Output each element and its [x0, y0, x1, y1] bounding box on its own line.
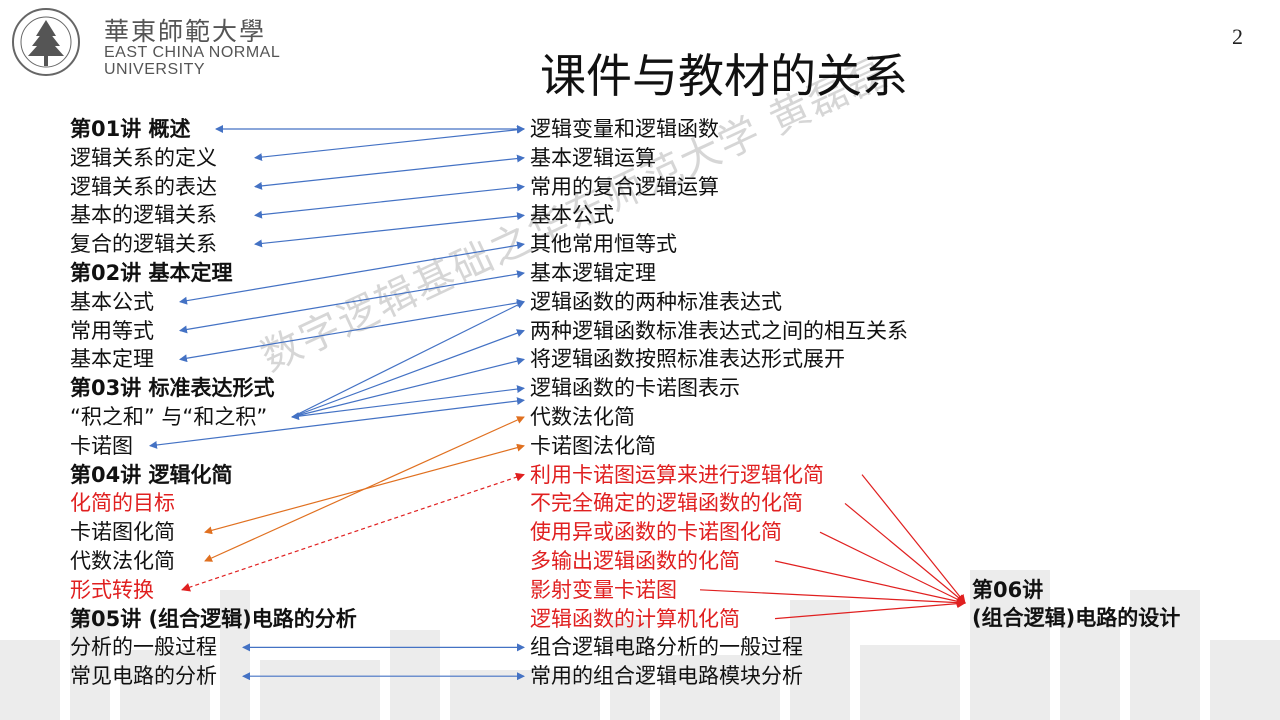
red-arrow — [819, 531, 966, 604]
textbook-section: 组合逻辑电路分析的一般过程 — [530, 635, 803, 660]
lecture-topic: 化简的目标 — [70, 491, 175, 516]
blue-arrow — [179, 299, 525, 363]
lecture-topic: 逻辑关系的表达 — [70, 174, 217, 199]
lecture-topic: 常见电路的分析 — [70, 664, 217, 689]
lecture-heading: 第01讲 概述 — [70, 117, 191, 141]
red-arrow — [774, 599, 966, 620]
blue-arrow — [291, 357, 525, 418]
textbook-section: 基本逻辑定理 — [530, 261, 656, 285]
textbook-section: 多输出逻辑函数的化简 — [530, 549, 740, 573]
university-seal-icon — [12, 8, 80, 76]
lecture-topic: 卡诺图 — [70, 433, 133, 458]
lecture-heading: 第04讲 逻辑化简 — [70, 462, 233, 487]
blue-arrow — [291, 385, 525, 421]
blue-arrow — [254, 212, 525, 248]
textbook-section: 逻辑变量和逻辑函数 — [530, 117, 719, 141]
lecture-topic: 基本的逻辑关系 — [70, 203, 217, 228]
blue-arrow — [254, 125, 525, 162]
red-arrow — [861, 474, 966, 604]
blue-arrow — [291, 301, 525, 418]
textbook-section: 将逻辑函数按照标准表达形式展开 — [530, 347, 845, 372]
lecture-topic: 基本定理 — [70, 347, 154, 372]
textbook-section: 使用异或函数的卡诺图化简 — [530, 520, 782, 545]
logo-chinese-name: 華東師範大學 — [104, 17, 267, 46]
textbook-section: 其他常用恒等式 — [530, 232, 677, 257]
textbook-section: 卡诺图法化简 — [530, 433, 656, 458]
textbook-section: 常用的复合逻辑运算 — [530, 174, 719, 199]
logo-english-name-line2: UNIVERSITY — [104, 61, 206, 78]
blue-arrow — [254, 154, 525, 190]
logo-english-name-line1: EAST CHINA NORMAL — [104, 44, 281, 61]
textbook-section: 常用的组合逻辑电路模块分析 — [530, 664, 803, 689]
lecture-topic: 逻辑关系的定义 — [70, 145, 217, 170]
slide-title: 课件与教材的关系 — [540, 49, 908, 103]
lecture06-title: (组合逻辑)电路的设计 — [972, 606, 1181, 630]
lecture-topic: 代数法化简 — [70, 549, 175, 573]
textbook-section: 逻辑函数的卡诺图表示 — [530, 376, 740, 401]
textbook-section: 两种逻辑函数标准表达式之间的相互关系 — [530, 318, 908, 343]
textbook-section: 影射变量卡诺图 — [530, 577, 677, 602]
lecture-heading: 第05讲 (组合逻辑)电路的分析 — [70, 606, 357, 631]
university-logo: 華東師範大學 EAST CHINA NORMAL UNIVERSITY — [8, 6, 308, 78]
textbook-section: 逻辑函数的两种标准表达式 — [530, 289, 782, 314]
textbook-section: 代数法化简 — [530, 405, 635, 429]
red-arrow — [844, 502, 966, 604]
red-arrow — [774, 560, 966, 606]
textbook-section: 利用卡诺图运算来进行逻辑化简 — [530, 462, 824, 487]
lecture-topic: 基本公式 — [70, 289, 154, 314]
lecture-topic: 卡诺图化简 — [70, 520, 175, 545]
lecture-topic: 常用等式 — [70, 318, 154, 343]
page-number: 2 — [1232, 24, 1243, 49]
red-arrow — [699, 589, 966, 608]
lecture-heading: 第03讲 标准表达形式 — [70, 376, 275, 401]
campus-skyline-background — [0, 570, 1280, 720]
lecture-topic: 形式转换 — [70, 577, 154, 602]
textbook-section: 不完全确定的逻辑函数的化简 — [530, 491, 803, 516]
textbook-section: 基本公式 — [530, 203, 614, 228]
textbook-section: 基本逻辑运算 — [530, 145, 656, 170]
lecture-topic: 分析的一般过程 — [70, 635, 217, 660]
lecture06-heading: 第06讲 — [972, 578, 1044, 602]
blue-arrow — [254, 183, 525, 219]
lecture-heading: 第02讲 基本定理 — [70, 261, 233, 285]
orange-arrow — [204, 416, 525, 562]
lecture-topic: 复合的逻辑关系 — [70, 232, 217, 257]
lecture-topic: “积之和” 与“和之积” — [70, 405, 268, 429]
textbook-section: 逻辑函数的计算机化简 — [530, 606, 740, 631]
